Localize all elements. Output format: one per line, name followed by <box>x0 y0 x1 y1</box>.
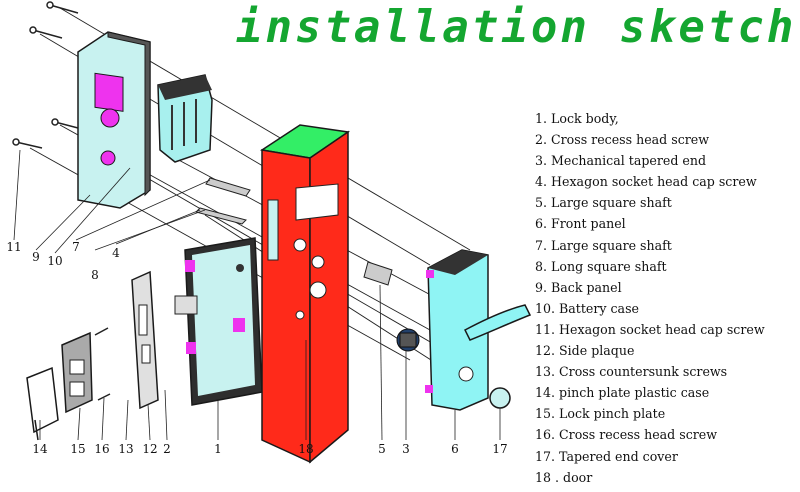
legend-item: 16. Cross recess head screw <box>535 427 718 443</box>
legend-item: 18 . door <box>535 469 593 485</box>
pinch-plate-plastic-case <box>26 366 59 441</box>
legend-item: 13. Cross countersunk screws <box>535 364 728 380</box>
legend-item: 2. Cross recess head screw <box>535 132 710 148</box>
callout-number: 12 <box>142 442 158 456</box>
legend-item: 5. Large square shaft <box>535 195 672 211</box>
legend-item: 4. Hexagon socket head cap screw <box>535 174 757 190</box>
callout-number: 4 <box>112 246 120 260</box>
legend-item: 10. Battery case <box>535 300 639 316</box>
back-panel <box>77 31 151 209</box>
legend-item: 15. Lock pinch plate <box>535 406 666 422</box>
door <box>259 124 351 464</box>
legend-item: 11. Hexagon socket head cap screw <box>535 321 765 337</box>
callout-number: 14 <box>32 442 48 456</box>
callout-number: 7 <box>72 240 80 254</box>
callout-number: 10 <box>47 254 63 268</box>
legend-item: 3. Mechanical tapered end <box>535 153 707 169</box>
callout-number: 6 <box>451 442 459 456</box>
callout-leaders <box>13 149 501 441</box>
pinch-plate-screws <box>94 327 111 401</box>
lock-body <box>174 237 263 406</box>
legend-item: 12. Side plaque <box>535 343 635 359</box>
callout-number: 1 <box>214 442 222 456</box>
callout-number: 13 <box>118 442 134 456</box>
callout-number: 11 <box>6 240 22 254</box>
callout-number: 17 <box>492 442 508 456</box>
front-panel <box>425 249 489 411</box>
legend-item: 14. pinch plate plastic case <box>535 385 710 401</box>
callout-number: 9 <box>32 250 40 264</box>
legend-item: 1. Lock body, <box>535 111 619 126</box>
callout-number: 8 <box>91 268 99 282</box>
parts-legend: 1. Lock body, 2. Cross recess head screw… <box>535 108 800 488</box>
lock-pinch-plate <box>61 331 93 414</box>
callout-number: 3 <box>402 442 410 456</box>
callout-number: 18 <box>298 442 314 456</box>
legend-item: 9. Back panel <box>535 279 622 295</box>
legend-item: 8. Long square shaft <box>535 258 667 274</box>
legend-item: 17. Tapered end cover <box>535 448 678 464</box>
tapered-end-cover <box>489 387 511 409</box>
callout-number: 15 <box>70 442 86 456</box>
handle-lever <box>464 304 532 341</box>
legend-item: 7. Large square shaft <box>535 237 672 253</box>
hex-screws-back-panel <box>12 1 79 149</box>
mechanical-tapered-end <box>396 328 420 352</box>
callout-number: 5 <box>378 442 386 456</box>
diagram-title: installation sketch <box>236 2 797 53</box>
legend-item: 6. Front panel <box>535 216 626 232</box>
battery-case <box>157 74 213 163</box>
callout-number: 16 <box>94 442 110 456</box>
callout-number: 2 <box>163 442 171 456</box>
side-plaque <box>131 270 159 410</box>
